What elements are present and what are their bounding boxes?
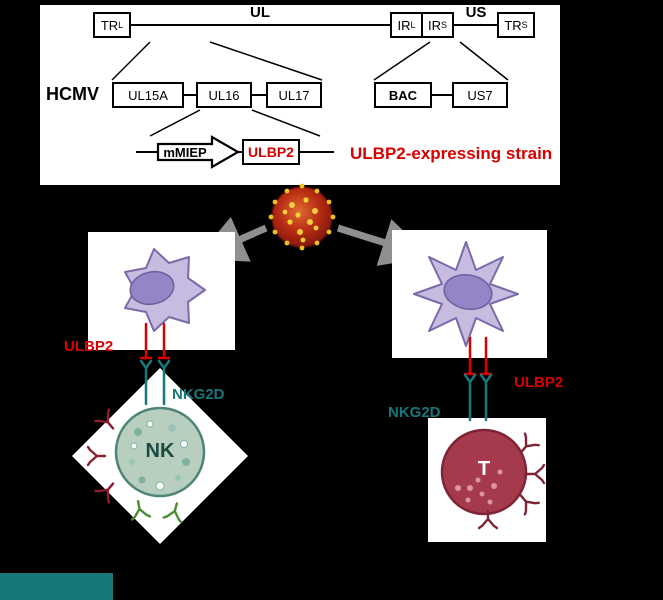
- nk-cell-label: NK: [145, 440, 175, 462]
- nucleus-right: [443, 273, 493, 311]
- gene-ul15a-label: UL15A: [128, 87, 168, 103]
- gene-ul17-label: UL17: [278, 87, 310, 103]
- gene-ul16-label: UL16: [208, 87, 240, 103]
- corner-accent-box: [0, 573, 113, 600]
- irs-label: IR: [427, 17, 441, 33]
- virus-particle-icon: [268, 183, 336, 251]
- ulbp2-label-right: ULBP2: [514, 374, 564, 391]
- irl-sub: L: [410, 20, 416, 30]
- t-cell-spots: [455, 469, 503, 505]
- nkg2d-receptor-left: [139, 359, 171, 406]
- expansion-fan-lines: [111, 41, 509, 137]
- t-cell-label: T: [477, 458, 491, 480]
- ul-region-label: UL: [250, 4, 270, 21]
- insert-gene-label: ULBP2: [248, 144, 294, 160]
- t-cell: [440, 428, 528, 516]
- trs-label: TR: [504, 17, 522, 33]
- trs-sub: S: [521, 20, 528, 30]
- ulbp2-ligand-left: [139, 322, 171, 360]
- irl-label: IR: [397, 17, 411, 33]
- nkg2d-label-left: NKG2D: [172, 386, 225, 403]
- gene-box-ul17: UL17: [266, 82, 322, 108]
- ulbp2-ligand-right: [463, 336, 493, 376]
- trl-label: TR: [100, 17, 119, 33]
- irs-sub: S: [440, 20, 447, 30]
- nkg2d-receptor-right: [463, 373, 493, 422]
- hcmv-label: HCMV: [46, 84, 99, 104]
- promoter-arrow-shape: [156, 135, 241, 169]
- nk-granules: [129, 420, 190, 491]
- gene-us7-label: US7: [467, 87, 493, 103]
- trl-sub: L: [118, 20, 124, 30]
- gene-bac-label: BAC: [388, 87, 418, 103]
- gene-box-ul16: UL16: [196, 82, 252, 108]
- gene-box-ul15a: UL15A: [112, 82, 184, 108]
- insert-gene-box: ULBP2: [242, 139, 300, 165]
- promoter-label: mMIEP: [163, 145, 207, 160]
- strain-label: ULBP2-expressing strain: [346, 141, 561, 168]
- us-region-label: US: [465, 4, 487, 21]
- gene-box-bac: BAC: [374, 82, 432, 108]
- nkg2d-label-right: NKG2D: [388, 404, 441, 421]
- ulbp2-label-left: ULBP2: [64, 338, 114, 355]
- nucleus-left: [129, 270, 175, 306]
- gene-box-us7: US7: [452, 82, 508, 108]
